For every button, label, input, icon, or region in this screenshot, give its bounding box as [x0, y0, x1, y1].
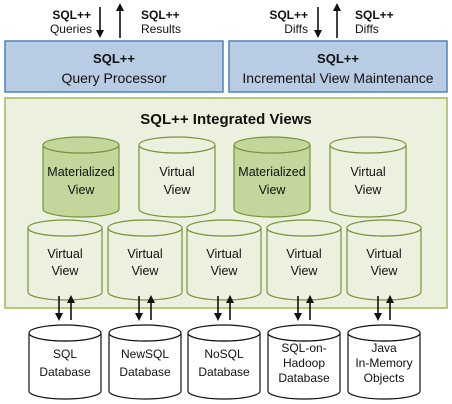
data-source-cylinder-label-line1: SQL-on-: [281, 341, 326, 355]
data-source-cylinder: SQL Database: [28, 324, 102, 400]
ivm-subtitle: Incremental View Maintenance: [242, 70, 433, 86]
data-source-cylinder-label-line1: NoSQL: [204, 347, 244, 361]
virtual-view-cylinder-label-line2: View: [291, 264, 319, 278]
diffs-in-label-line1: SQL++: [269, 8, 308, 22]
virtual-view-cylinder-label-line1: Virtual: [350, 165, 385, 179]
query-processor-box: SQL++ Query Processor: [4, 40, 224, 93]
virtual-view-cylinder-label-line1: Virtual: [206, 247, 241, 261]
data-source-cylinder-label-line1: SQL: [53, 347, 77, 361]
data-source-cylinder-label-line2: Database: [198, 365, 250, 379]
virtual-view-cylinder-label-line1: Virtual: [127, 247, 162, 261]
data-source-cylinder: NoSQL Database: [187, 324, 261, 400]
virtual-view-cylinder-label-line1: Virtual: [47, 247, 82, 261]
queries-label-line2: Queries: [50, 22, 92, 36]
ivm-title: SQL++: [317, 51, 359, 66]
data-source-cylinder: NewSQL Database: [108, 324, 182, 400]
virtual-view-cylinder-label-line1: Virtual: [159, 165, 194, 179]
query-processor-title: SQL++: [93, 51, 135, 66]
data-source-cylinder-label-line2: Database: [39, 365, 91, 379]
virtual-view-cylinder-label-line2: View: [52, 264, 80, 278]
virtual-view-cylinder-label-line2: View: [355, 183, 383, 197]
materialized-view-cylinder-label-line1: Materialized: [47, 165, 114, 179]
cylinders-layer: MaterializedViewVirtualViewMaterializedV…: [27, 136, 422, 400]
virtual-view-cylinder-label-line2: View: [164, 183, 192, 197]
materialized-view-cylinder-label-line1: Materialized: [238, 165, 305, 179]
diffs-out-label-line2: Diffs: [355, 22, 379, 36]
virtual-view-cylinder-label-line2: View: [132, 264, 160, 278]
incremental-view-maintenance-box: SQL++ Incremental View Maintenance: [228, 40, 448, 93]
data-source-cylinder-label-line3: Objects: [364, 371, 405, 385]
query-processor-subtitle: Query Processor: [61, 70, 166, 86]
results-label-line1: SQL++: [141, 8, 180, 22]
virtual-view-cylinder-label-line1: Virtual: [366, 247, 401, 261]
queries-label-line1: SQL++: [52, 8, 91, 22]
diff-arrows: SQL++ Diffs SQL++ Diffs: [269, 3, 394, 38]
query-result-arrows: SQL++ Queries SQL++ Results: [50, 3, 181, 38]
data-source-cylinder-label-line2: Database: [119, 365, 171, 379]
materialized-view-cylinder-label-line2: View: [259, 183, 287, 197]
diffs-out-label-line1: SQL++: [355, 8, 394, 22]
data-source-cylinder-label-line1: NewSQL: [121, 347, 169, 361]
virtual-view-cylinder-label-line2: View: [371, 264, 399, 278]
data-source-cylinder-label-line1: Java: [371, 341, 397, 355]
materialized-view-cylinder-label-line2: View: [68, 183, 96, 197]
data-source-cylinder-label-line2: Hadoop: [283, 356, 325, 370]
integrated-views-title: SQL++ Integrated Views: [140, 111, 311, 128]
virtual-view-cylinder-label-line2: View: [211, 264, 239, 278]
source-arrows-layer: [55, 295, 394, 321]
diffs-in-label-line2: Diffs: [284, 22, 308, 36]
results-label-line2: Results: [141, 22, 181, 36]
data-source-cylinder-label-line2: In-Memory: [355, 356, 412, 370]
data-source-cylinder-label-line3: Database: [278, 371, 330, 385]
virtual-view-cylinder-label-line1: Virtual: [286, 247, 321, 261]
